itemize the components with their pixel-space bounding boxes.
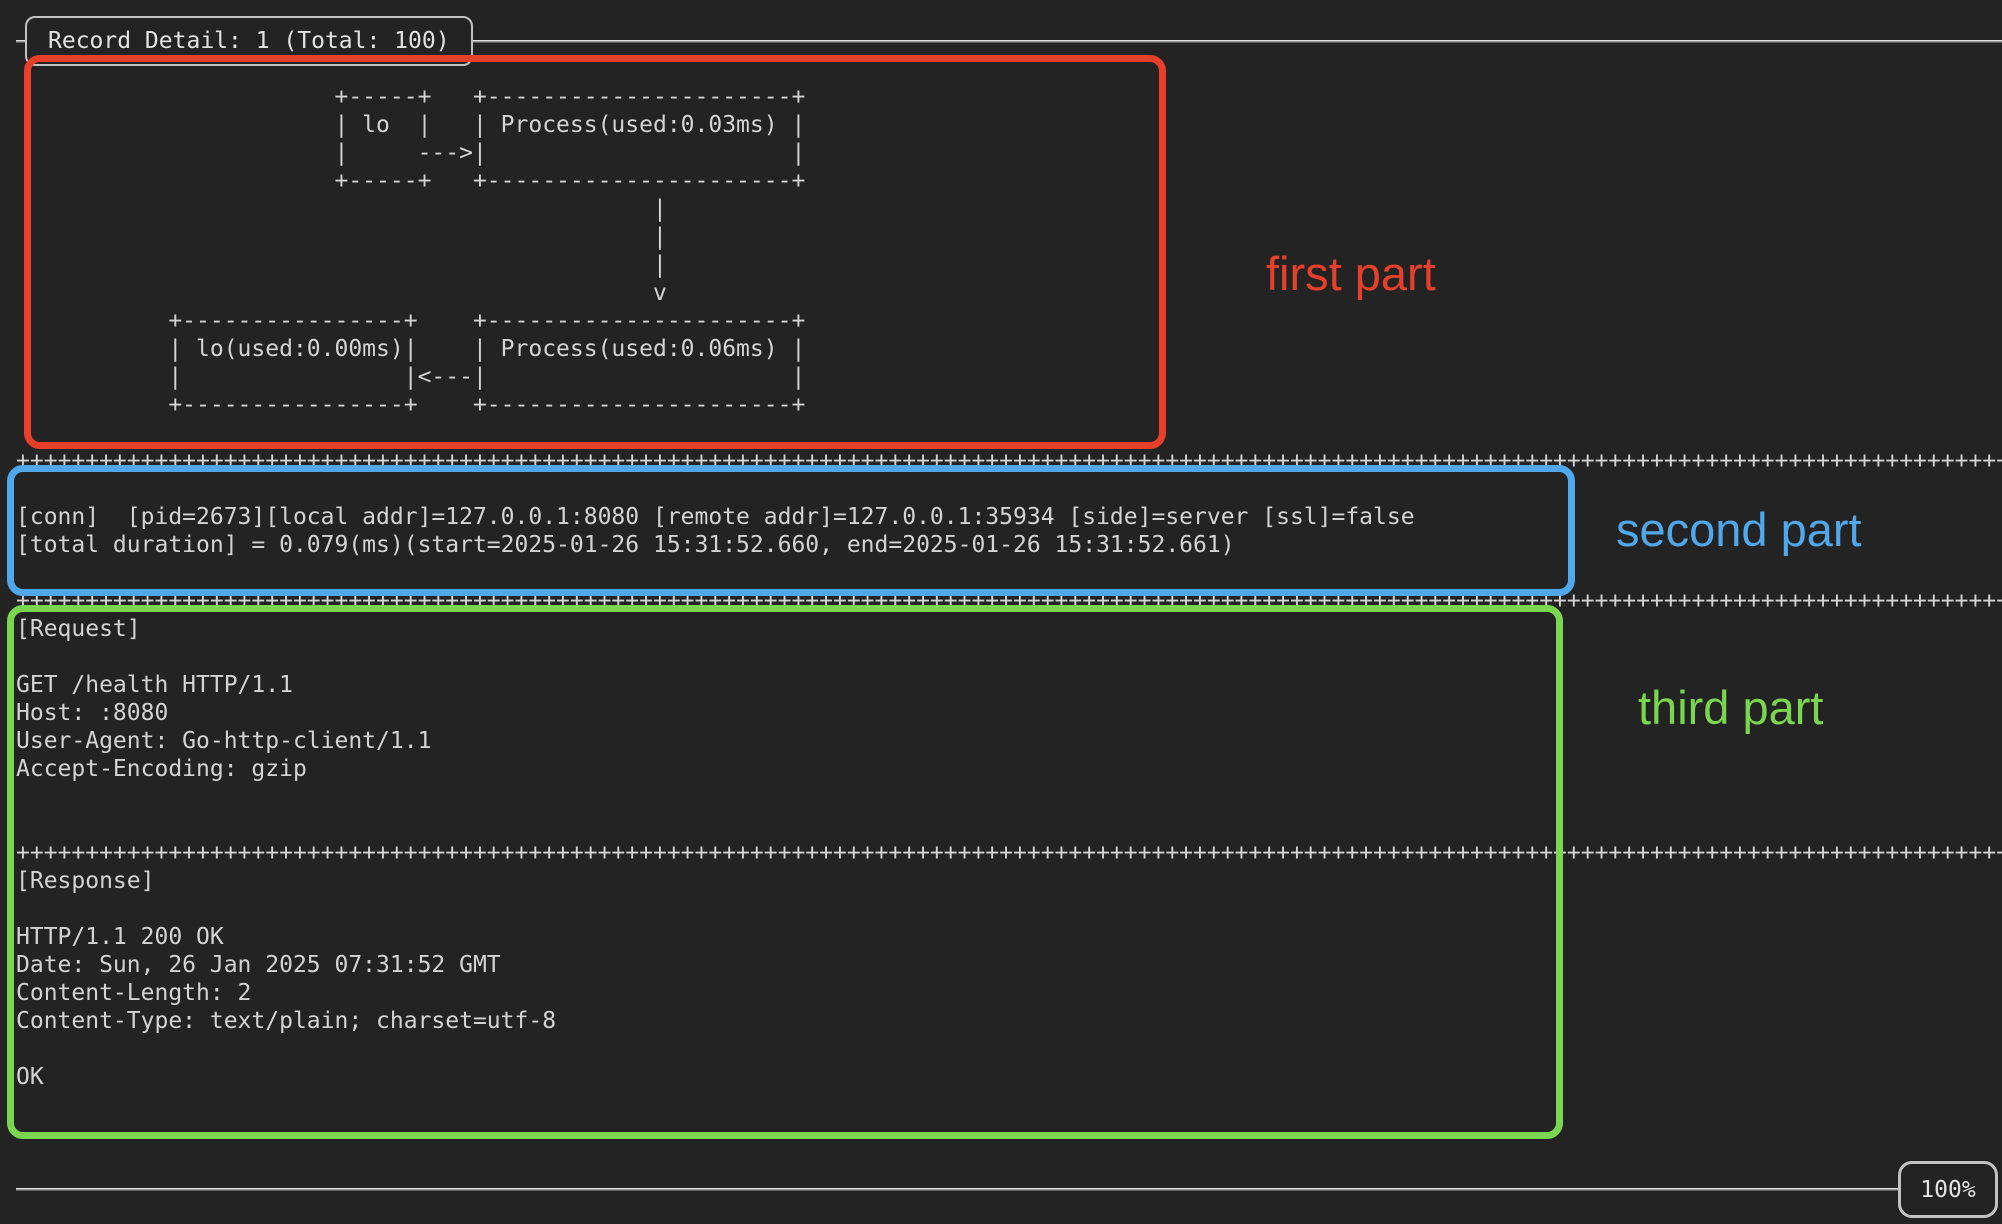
record-detail-title: Record Detail: 1 (Total: 100): [48, 28, 450, 54]
panel-top-border: [16, 40, 2002, 43]
scroll-progress-value: 100%: [1920, 1176, 1976, 1203]
annotation-label-third-part: third part: [1638, 681, 1824, 734]
annotation-label-second-part: second part: [1616, 503, 1862, 556]
scroll-progress-badge: 100%: [1898, 1161, 1998, 1218]
annotation-box-second-part: [7, 465, 1575, 596]
annotation-label-first-part: first part: [1266, 247, 1436, 300]
annotation-box-third-part: [7, 605, 1563, 1139]
panel-bottom-border: [16, 1188, 1898, 1191]
annotation-box-first-part: [24, 55, 1166, 449]
